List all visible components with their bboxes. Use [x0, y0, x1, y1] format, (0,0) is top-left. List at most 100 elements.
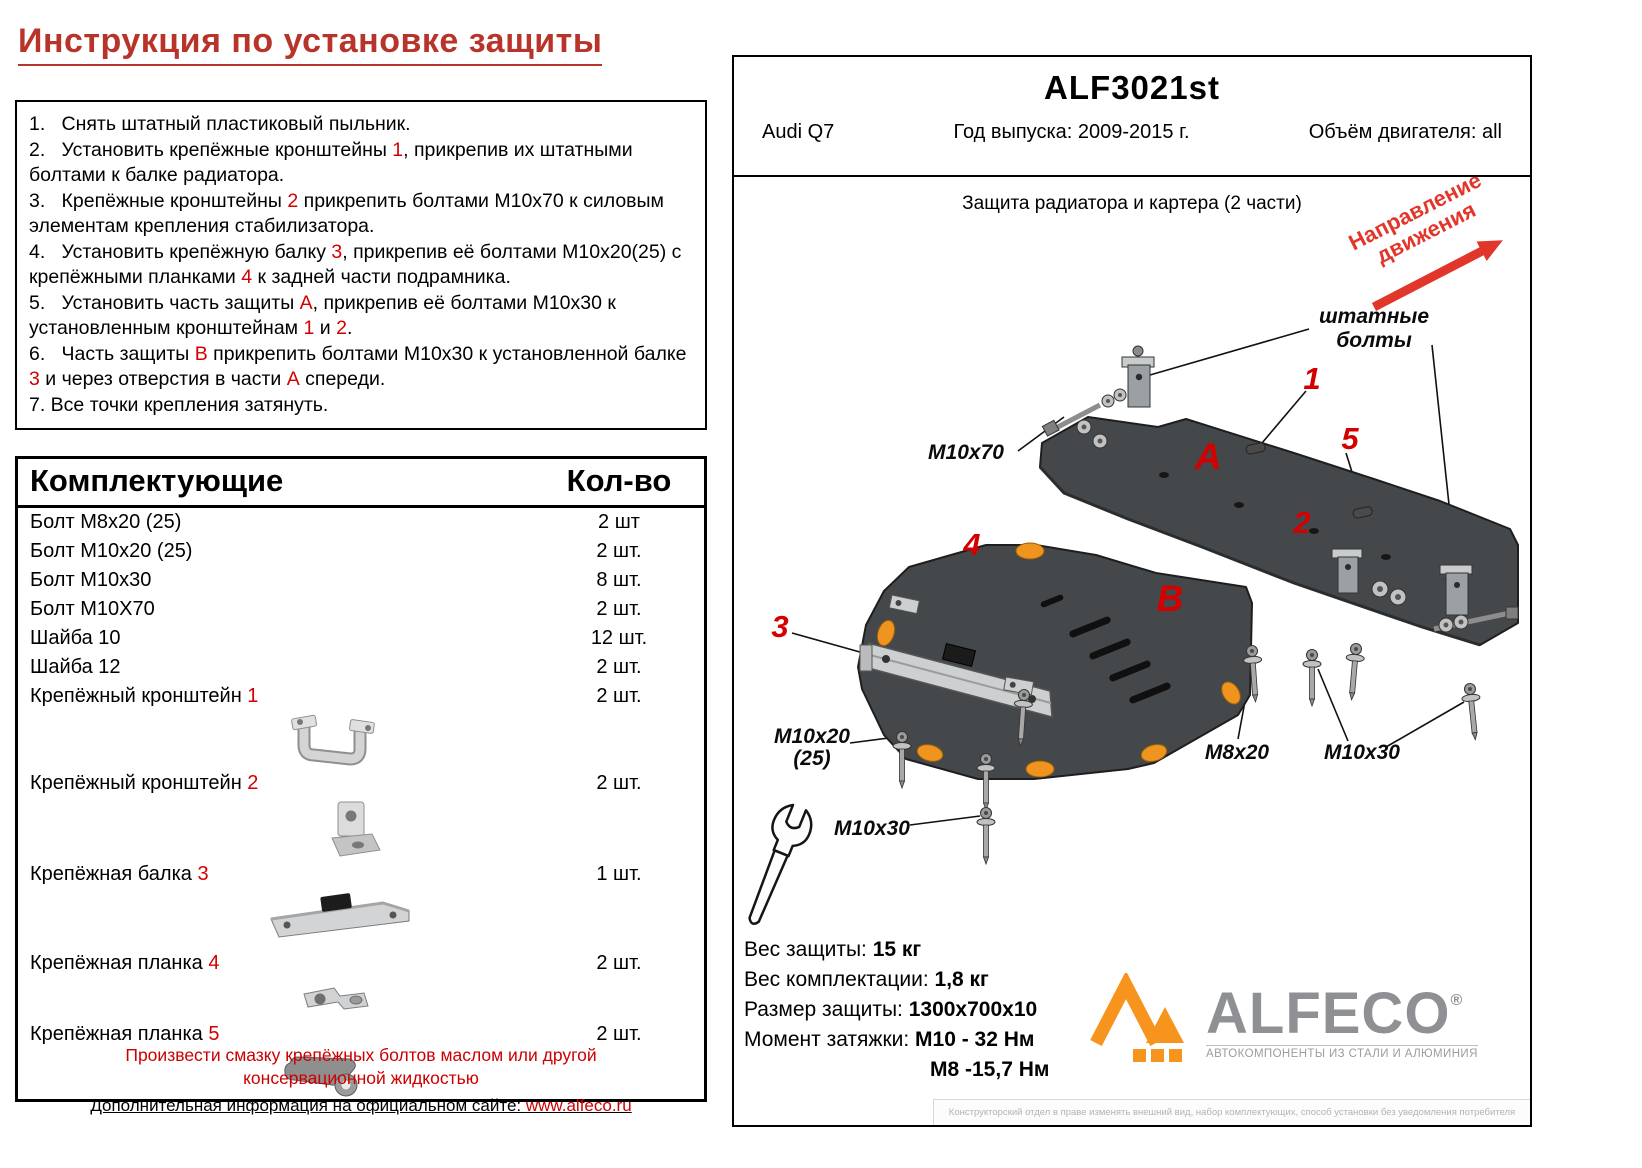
plate-b-letter: B [1157, 578, 1184, 619]
m10x20-label-line2: (25) [793, 747, 830, 770]
page-title: Инструкция по установке защиты [18, 22, 603, 66]
parts-header-name: Комплектующие [16, 457, 534, 508]
table-row: Крепёжная балка 3 1 шт. [17, 860, 706, 949]
panel-header: ALF3021st Audi Q7 Год выпуска: 2009-2015… [734, 57, 1530, 177]
part-name: Шайба 12 [30, 656, 121, 678]
alfeco-logo-mark [1090, 973, 1184, 1062]
footer-label: Дополнительная информация на официальном… [90, 1096, 526, 1115]
callout-3: 3 [771, 609, 788, 644]
table-row: Болт М10х30 8 шт. [17, 566, 706, 595]
part-number: 3 [197, 863, 209, 885]
model-code: ALF3021st [1044, 69, 1220, 106]
car-model: Audi Q7 [762, 121, 835, 143]
part-qty: 2 шт [598, 511, 640, 533]
part-number: 4 [208, 952, 220, 974]
table-row: Шайба 10 12 шт. [17, 624, 706, 653]
m10x30-bottom-label: М10х30 [834, 817, 910, 840]
stock-bolts-label-line1: штатные [1319, 305, 1429, 328]
instruction-step: 4. Установить крепёжную балку 3, прикреп… [29, 240, 687, 289]
table-row: Крепёжный кронштейн 2 2 шт. [17, 769, 706, 860]
instruction-step: 5. Установить часть защиты А, прикрепив … [29, 291, 622, 340]
part-number: 2 [247, 772, 259, 794]
registered-mark: ® [1450, 992, 1464, 1009]
stock-bolts-label-line2: болты [1336, 329, 1412, 352]
installation-diagram: Направление движения штатные болты 1 5 2… [748, 177, 1519, 925]
beam-shape [859, 641, 1053, 718]
part-qty: 2 шт. [596, 1023, 642, 1045]
part-name: Крепёжная планка [30, 952, 209, 974]
callout-4: 4 [962, 527, 980, 562]
part-qty: 2 шт. [596, 772, 642, 794]
beam-3-image [265, 889, 534, 944]
callout-5: 5 [1341, 421, 1359, 456]
part-name: Крепёжный кронштейн [30, 685, 248, 707]
parts-header-row: Комплектующие Кол-во [16, 457, 706, 508]
plate-4-image [298, 978, 534, 1020]
part-qty: 12 шт. [590, 627, 648, 649]
instruction-step: 1. Снять штатный пластиковый пыльник. [29, 113, 411, 135]
specs: Вес защиты: 15 кг Вес комплектации: 1,8 … [744, 935, 1049, 1085]
callout-1: 1 [1303, 361, 1320, 396]
part-name: Шайба 10 [30, 627, 121, 649]
m10x70-bolt [1041, 388, 1127, 449]
part-name: Болт М10х20 (25) [30, 540, 193, 562]
logo-tagline: АВТОКОМПОНЕНТЫ ИЗ СТАЛИ И АЛЮМИНИЯ [1206, 1048, 1478, 1060]
parts-header-qty: Кол-во [534, 457, 706, 508]
spec-weight: Вес защиты: 15 кг [744, 938, 922, 961]
alfeco-wordmark: ALFECO® [1206, 981, 1464, 1046]
bracket-2-image [322, 798, 534, 860]
table-row: Шайба 12 2 шт. [17, 653, 706, 682]
table-row: Крепёжная планка 4 2 шт. [17, 949, 706, 1020]
plate-a-letter: A [1194, 436, 1222, 477]
part-number: 5 [208, 1023, 220, 1045]
instruction-step: 6. Часть защиты В прикрепить болтами М10… [29, 342, 692, 391]
part-qty: 2 шт. [596, 952, 642, 974]
diagram-area: Защита радиатора и картера (2 части) [734, 177, 1530, 929]
instruction-step: 2. Установить крепёжные кронштейны 1, пр… [29, 138, 639, 187]
part-name: Крепёжная балка [30, 863, 198, 885]
wrench-icon [748, 803, 813, 925]
part-name: Болт М10х30 [30, 569, 152, 591]
panel-meta: Audi Q7 Год выпуска: 2009-2015 г. Объём … [734, 107, 1530, 144]
disclaimer: Конструкторский отдел в праве изменять в… [933, 1099, 1530, 1125]
m10x70-label: М10х70 [928, 441, 1004, 464]
clamp-plate-1 [888, 594, 920, 615]
m10x20-label-line1: М10х20 [774, 725, 850, 748]
table-row: Крепёжный кронштейн 1 2 шт. [17, 682, 706, 769]
table-row: Болт М8х20 (25)2 шт [17, 507, 706, 538]
lubrication-note: Произвести смазку крепёжных болтов масло… [125, 1045, 597, 1088]
plate-5-image [280, 1049, 534, 1099]
page-footer: Дополнительная информация на официальном… [15, 1096, 707, 1116]
stock-bolt-capsules [1245, 442, 1373, 519]
part-qty: 8 шт. [596, 569, 642, 591]
part-qty: 1 шт. [596, 863, 642, 885]
part-name: Крепёжный кронштейн [30, 772, 248, 794]
spec-torque-m8: М8 -15,7 Нм [930, 1058, 1050, 1081]
right-bracket [1433, 564, 1519, 633]
table-row: Болт М10х20 (25)2 шт. [17, 537, 706, 566]
production-years: Год выпуска: 2009-2015 г. [953, 121, 1190, 143]
top-bracket [1121, 345, 1155, 408]
logo-divider [1206, 1045, 1478, 1046]
instruction-step: 3. Крепёжные кронштейны 2 прикрепить бол… [29, 189, 670, 238]
instructions-box: 1. Снять штатный пластиковый пыльник. 2.… [15, 100, 707, 430]
m10x30-right-label: М10х30 [1324, 741, 1400, 764]
part-number: 1 [247, 685, 259, 707]
product-subtitle: Защита радиатора и картера (2 части) [962, 193, 1302, 214]
direction-label: Направление движения [1345, 177, 1486, 268]
m8x20-label: М8х20 [1205, 741, 1270, 764]
website-link[interactable]: www.alfeco.ru [525, 1096, 632, 1115]
spec-torque-m10: Момент затяжки: М10 - 32 Нм [744, 1028, 1035, 1051]
part-qty: 2 шт. [596, 598, 642, 620]
engine-volume: Объём двигателя: all [1308, 121, 1502, 143]
direction-arrow [1371, 240, 1503, 311]
table-row: Крепёжная планка 5 2 шт. [17, 1020, 706, 1101]
spec-size: Размер защиты: 1300х700х10 [744, 998, 1038, 1021]
callout-2: 2 [1292, 505, 1310, 540]
part-name: Крепёжная планка [30, 1023, 209, 1045]
parts-table: Комплектующие Кол-во Болт М8х20 (25)2 шт… [15, 456, 707, 1102]
plate-b-shape [857, 542, 1253, 780]
part-qty: 2 шт. [596, 656, 642, 678]
mid-bracket [1331, 548, 1407, 606]
